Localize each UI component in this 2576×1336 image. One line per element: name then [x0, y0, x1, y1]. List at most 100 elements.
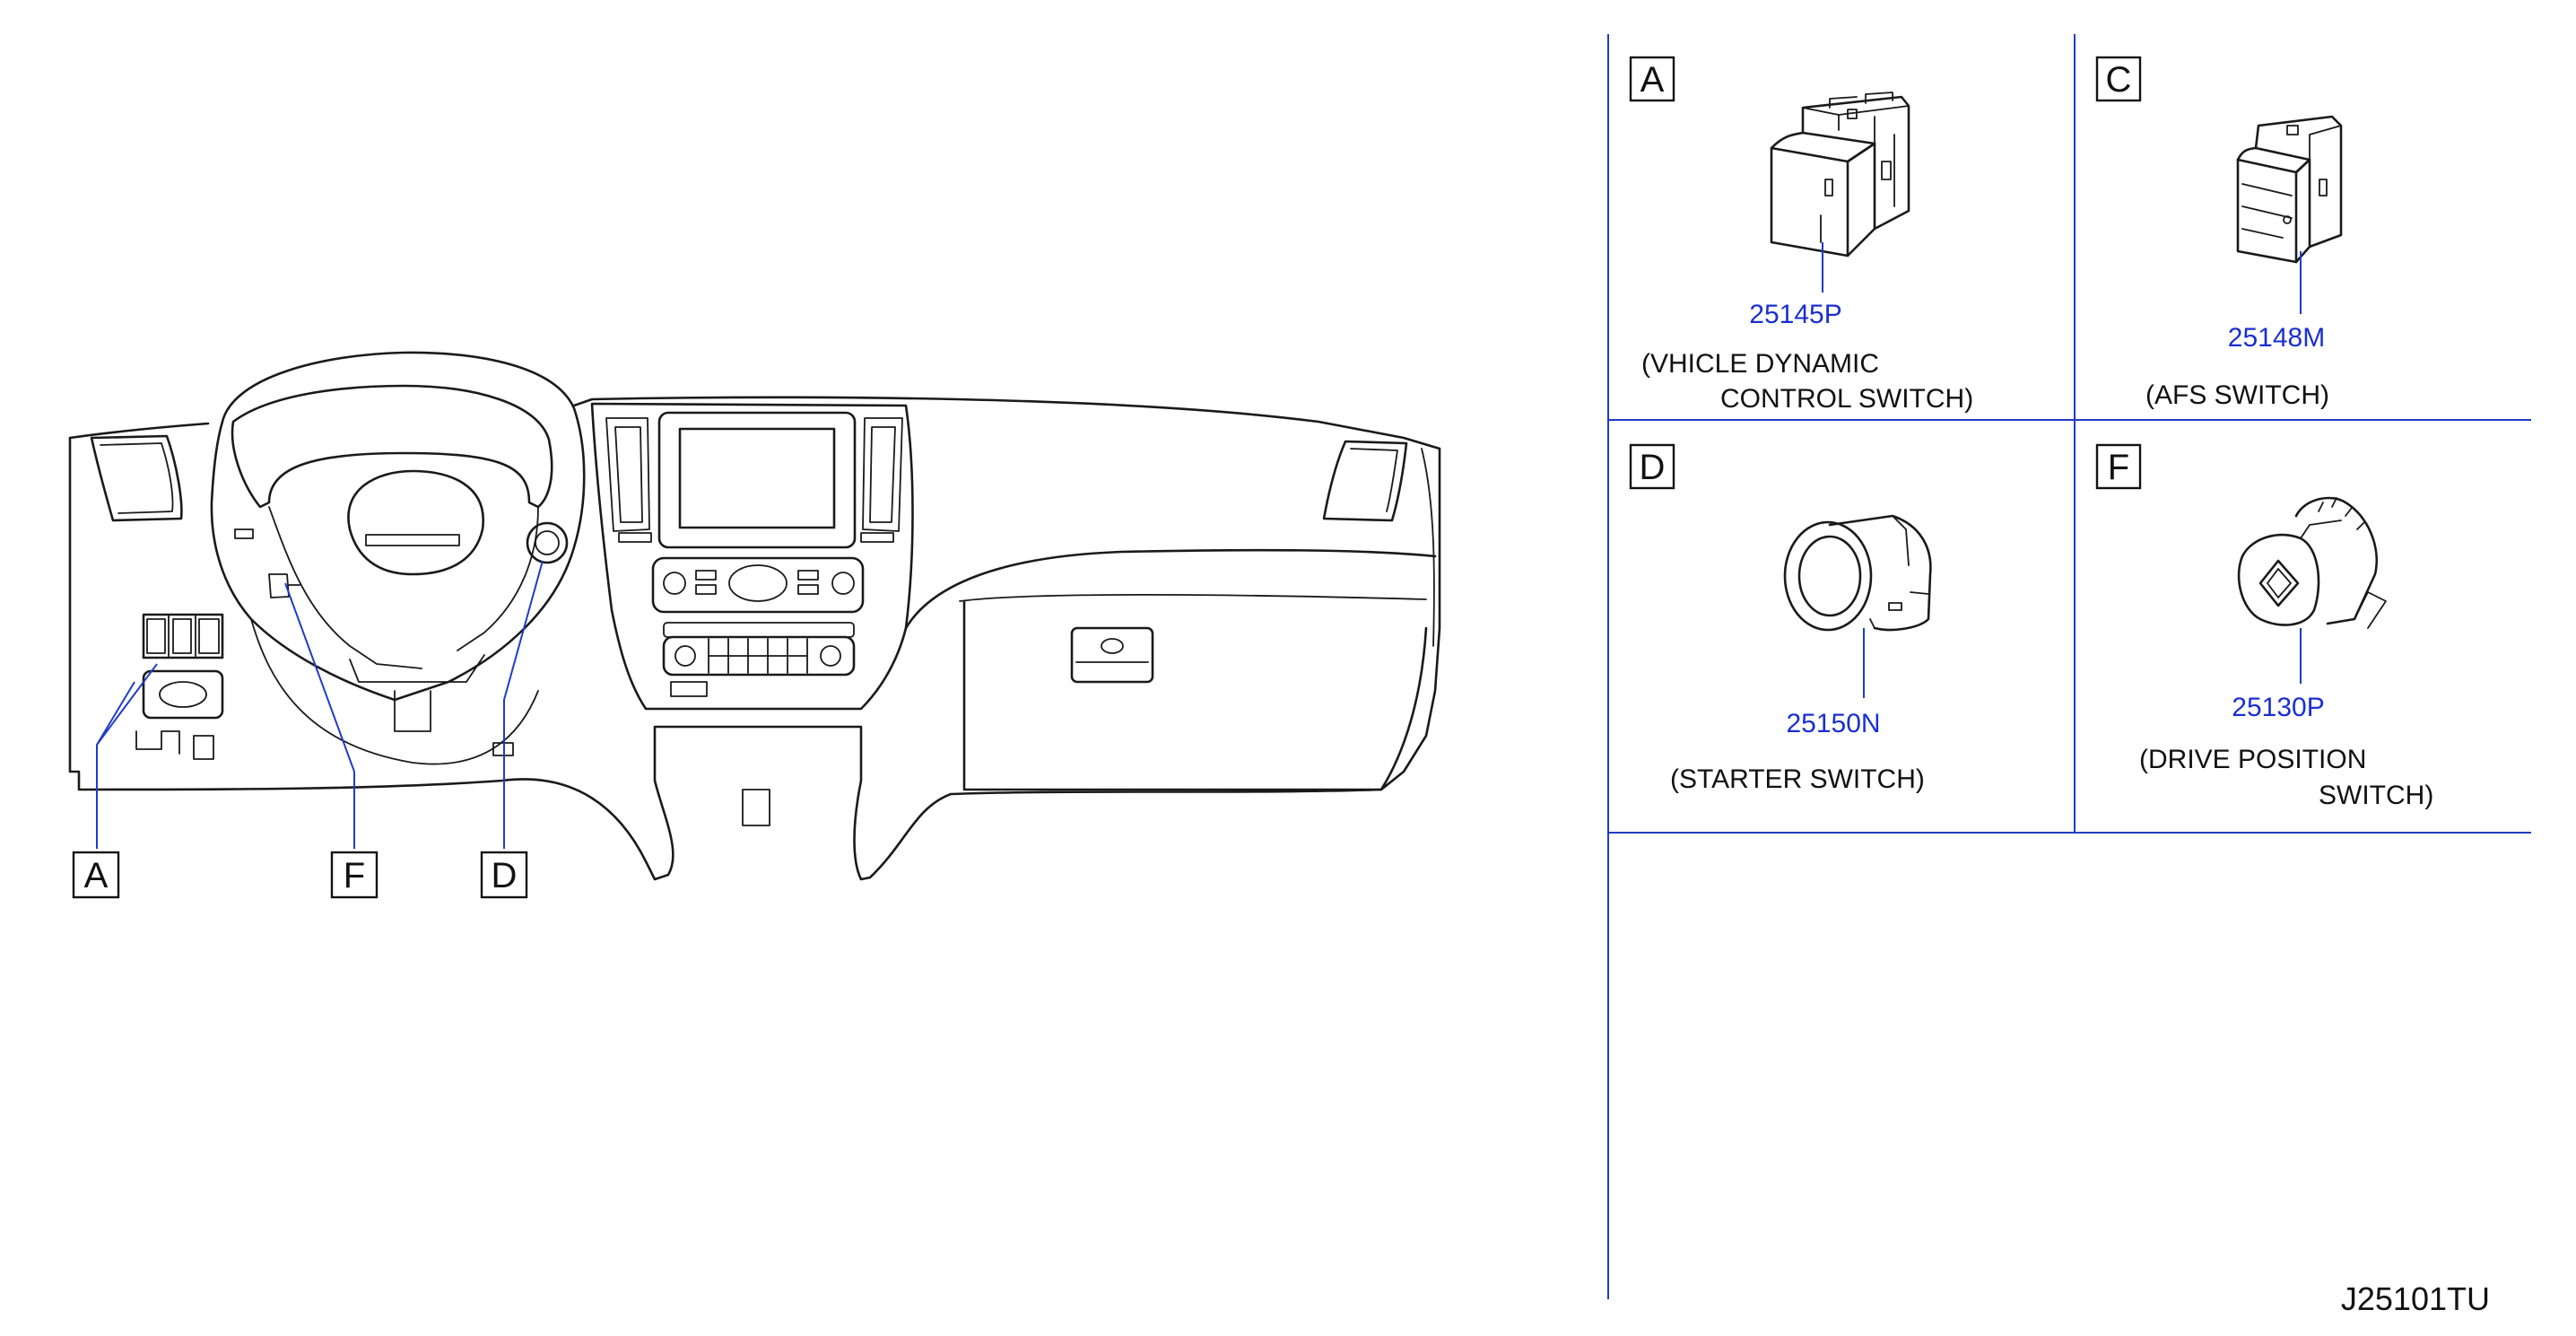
left-vent	[90, 434, 183, 522]
afs-back-edge	[2309, 125, 2342, 161]
panel-grid	[1607, 34, 2531, 1299]
panel-f-desc-line2: SWITCH)	[2319, 781, 2433, 810]
vdc-switch-edges	[1820, 134, 1895, 243]
vdc-switch-details	[1802, 92, 1910, 144]
dps-housing	[2294, 496, 2378, 625]
panel-d: D 25150N (STARTER SWITCH)	[1629, 443, 1932, 794]
callout-f-box	[330, 851, 379, 899]
nav-screen	[678, 427, 836, 529]
steering-wheel-rim	[231, 384, 553, 509]
afs-switch-face	[2236, 158, 2298, 264]
audio-btn-1	[695, 570, 717, 581]
audio-btn-3	[797, 570, 819, 581]
audio-knob-left	[663, 572, 686, 595]
dash-top-line	[68, 396, 1441, 450]
callout-leaders	[96, 560, 544, 849]
lower-knob	[159, 681, 207, 708]
hazard-left	[618, 532, 652, 543]
climate-panel	[662, 635, 856, 677]
climate-knob-right	[820, 645, 841, 667]
callout-d: D	[480, 851, 528, 899]
vdc-switch-face	[1770, 146, 1849, 258]
switch-bank-dividers	[168, 614, 196, 659]
dps-ribs	[2318, 497, 2365, 530]
callout-a-box	[72, 851, 120, 899]
column-knob	[268, 573, 300, 598]
starter-details	[1869, 515, 1929, 629]
glovebox-door	[962, 599, 1428, 791]
glovebox-top-edge	[959, 594, 1427, 602]
audio-btn-2	[695, 584, 717, 595]
right-vent	[1322, 440, 1408, 522]
center-right-vent	[862, 417, 903, 532]
starter-button	[1797, 535, 1862, 617]
glovebox-lock	[1101, 638, 1124, 654]
dps-diamond	[2258, 559, 2300, 607]
panel-a-desc-line1: (VHICLE DYNAMIC	[1641, 349, 1879, 379]
nav-bezel	[657, 411, 857, 549]
panel-f-desc-line1: (DRIVE POSITION	[2139, 745, 2366, 774]
panel-c-box	[2095, 56, 2142, 102]
afs-clip-2	[2319, 179, 2328, 196]
dps-diamond-inner	[2267, 568, 2292, 598]
lower-left-trim	[135, 730, 180, 755]
starter-body	[1828, 514, 1932, 632]
dashboard-illustration	[68, 351, 1441, 881]
panel-a: A 25145P (VHICLE DYNAMIC CONTROL SWITCH)	[1629, 56, 1973, 414]
panel-c-part-number: 25148M	[2228, 323, 2325, 353]
audio-panel	[651, 556, 865, 614]
panel-d-part-number: 25150N	[1786, 709, 1880, 738]
audio-button-row	[663, 622, 855, 638]
column-bracket	[394, 690, 431, 732]
switch-2	[172, 618, 192, 654]
callout-f-label: F	[344, 856, 365, 895]
callout-d-label: D	[492, 856, 518, 895]
afs-switch-drawing	[2236, 115, 2343, 264]
diagram-code: J25101TU	[2341, 1280, 2490, 1317]
panel-c: C 25148M (AFS SWITCH)	[2095, 56, 2343, 410]
panel-d-desc-line1: (STARTER SWITCH)	[1670, 764, 1925, 794]
afs-face-lines	[2241, 183, 2293, 239]
callout-a: A	[72, 851, 120, 899]
panel-f-part-number: 25130P	[2232, 693, 2324, 722]
starter-switch-drawing	[1783, 514, 1932, 632]
right-vent-inner	[1350, 448, 1398, 512]
callout-a-label: A	[84, 856, 109, 895]
switch-3	[198, 618, 220, 654]
panel-d-box	[1629, 443, 1675, 490]
climate-knob-left	[674, 645, 696, 667]
panel-c-desc-line1: (AFS SWITCH)	[2145, 380, 2329, 410]
afs-indicator	[2283, 215, 2292, 224]
afs-switch-side	[2294, 158, 2311, 264]
callout-f: F	[330, 851, 379, 899]
switch-bank	[142, 613, 224, 659]
afs-clip-1	[2286, 125, 2299, 135]
small-indicator	[234, 528, 254, 539]
center-stack	[590, 402, 914, 711]
glovebox-area	[904, 548, 1437, 630]
hazard-right	[860, 532, 894, 543]
center-slot	[670, 681, 708, 697]
panel-a-part-number: 25145P	[1749, 300, 1841, 329]
panel-a-label: A	[1640, 60, 1665, 100]
dps-details	[2300, 520, 2387, 629]
panel-d-label: D	[1640, 448, 1666, 487]
dps-knob-ring	[2237, 533, 2320, 626]
spoke-right	[457, 506, 539, 651]
panel-a-desc-line2: CONTROL SWITCH)	[1720, 384, 1973, 414]
panel-f: F 25130P (DRIVE POSITION SWITCH)	[2095, 443, 2433, 810]
column-lower-shroud	[349, 654, 485, 683]
vdc-switch-body	[1801, 95, 1910, 231]
right-side-edge	[1421, 448, 1435, 647]
vdc-clip-1	[1847, 109, 1858, 119]
leader-f	[284, 582, 355, 849]
spoke-left	[268, 506, 422, 669]
console-stub	[742, 789, 770, 826]
dash-outline	[68, 436, 1441, 881]
left-vent-inner	[100, 442, 174, 514]
vdc-switch-drawing	[1770, 92, 1910, 258]
vdc-clip-2	[1881, 161, 1892, 180]
starter-bezel	[1783, 520, 1873, 632]
lower-column	[250, 618, 539, 765]
